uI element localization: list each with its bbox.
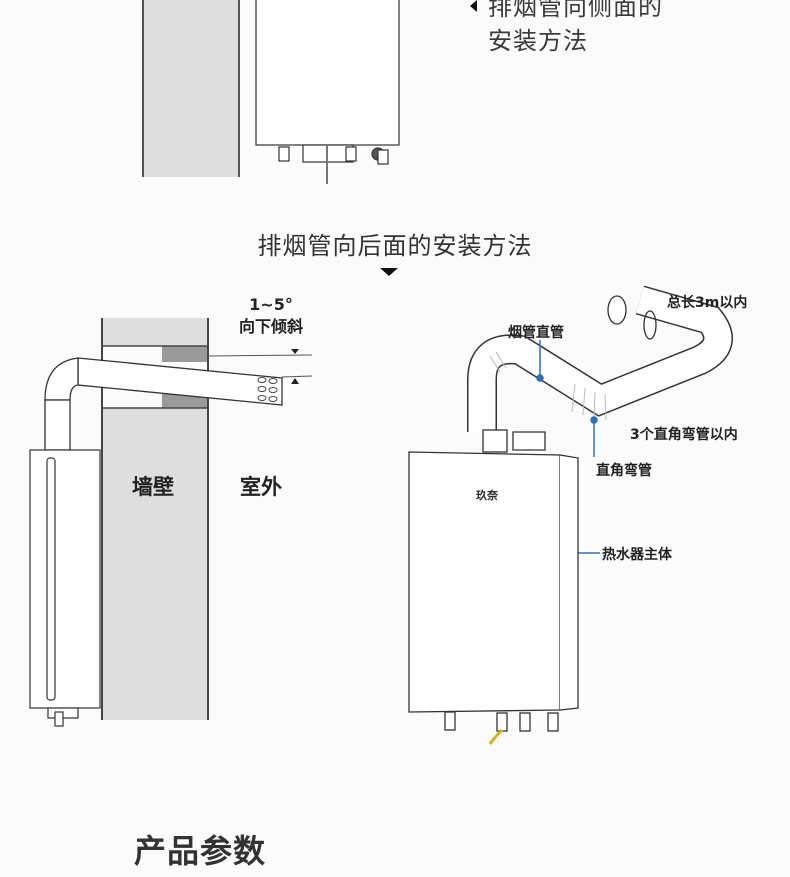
side-install-caption-line1: 排烟管向侧面的 — [488, 0, 663, 21]
heater-body-label: 热水器主体 — [602, 547, 672, 563]
caption-pointer-icon — [470, 0, 477, 12]
straight-pipe-label: 烟管直管 — [508, 325, 564, 341]
heater-front-view — [408, 429, 579, 745]
slope-reference-lines — [207, 349, 313, 384]
side-install-caption: 排烟管向侧面的 安装方法 — [488, 0, 663, 58]
elbow-pipe-label: 直角弯管 — [596, 463, 652, 479]
slope-angle-text: 向下倾斜 — [238, 317, 303, 336]
slope-angle-value: 1~5° — [249, 295, 293, 314]
leader-lines — [536, 340, 600, 554]
flexible-pipe — [467, 285, 733, 432]
total-length-label: 总长3m以内 — [667, 295, 748, 311]
top-wall-column — [142, 0, 240, 177]
wall-label: 墙壁 — [132, 475, 174, 499]
side-install-caption-line2: 安装方法 — [488, 27, 588, 55]
elbow-count-label: 3个直角弯管以内 — [630, 427, 738, 443]
slope-angle-label: 1~5° 向下倾斜 — [226, 294, 316, 338]
heater-side-view — [29, 449, 101, 727]
brand-logo: 玖奈 — [476, 489, 498, 502]
down-arrow-icon — [380, 268, 398, 276]
top-heater-unit — [255, 0, 400, 184]
outside-label: 室外 — [240, 475, 282, 499]
rear-install-title: 排烟管向后面的安装方法 — [257, 232, 533, 260]
product-params-heading: 产品参数 — [134, 832, 267, 870]
